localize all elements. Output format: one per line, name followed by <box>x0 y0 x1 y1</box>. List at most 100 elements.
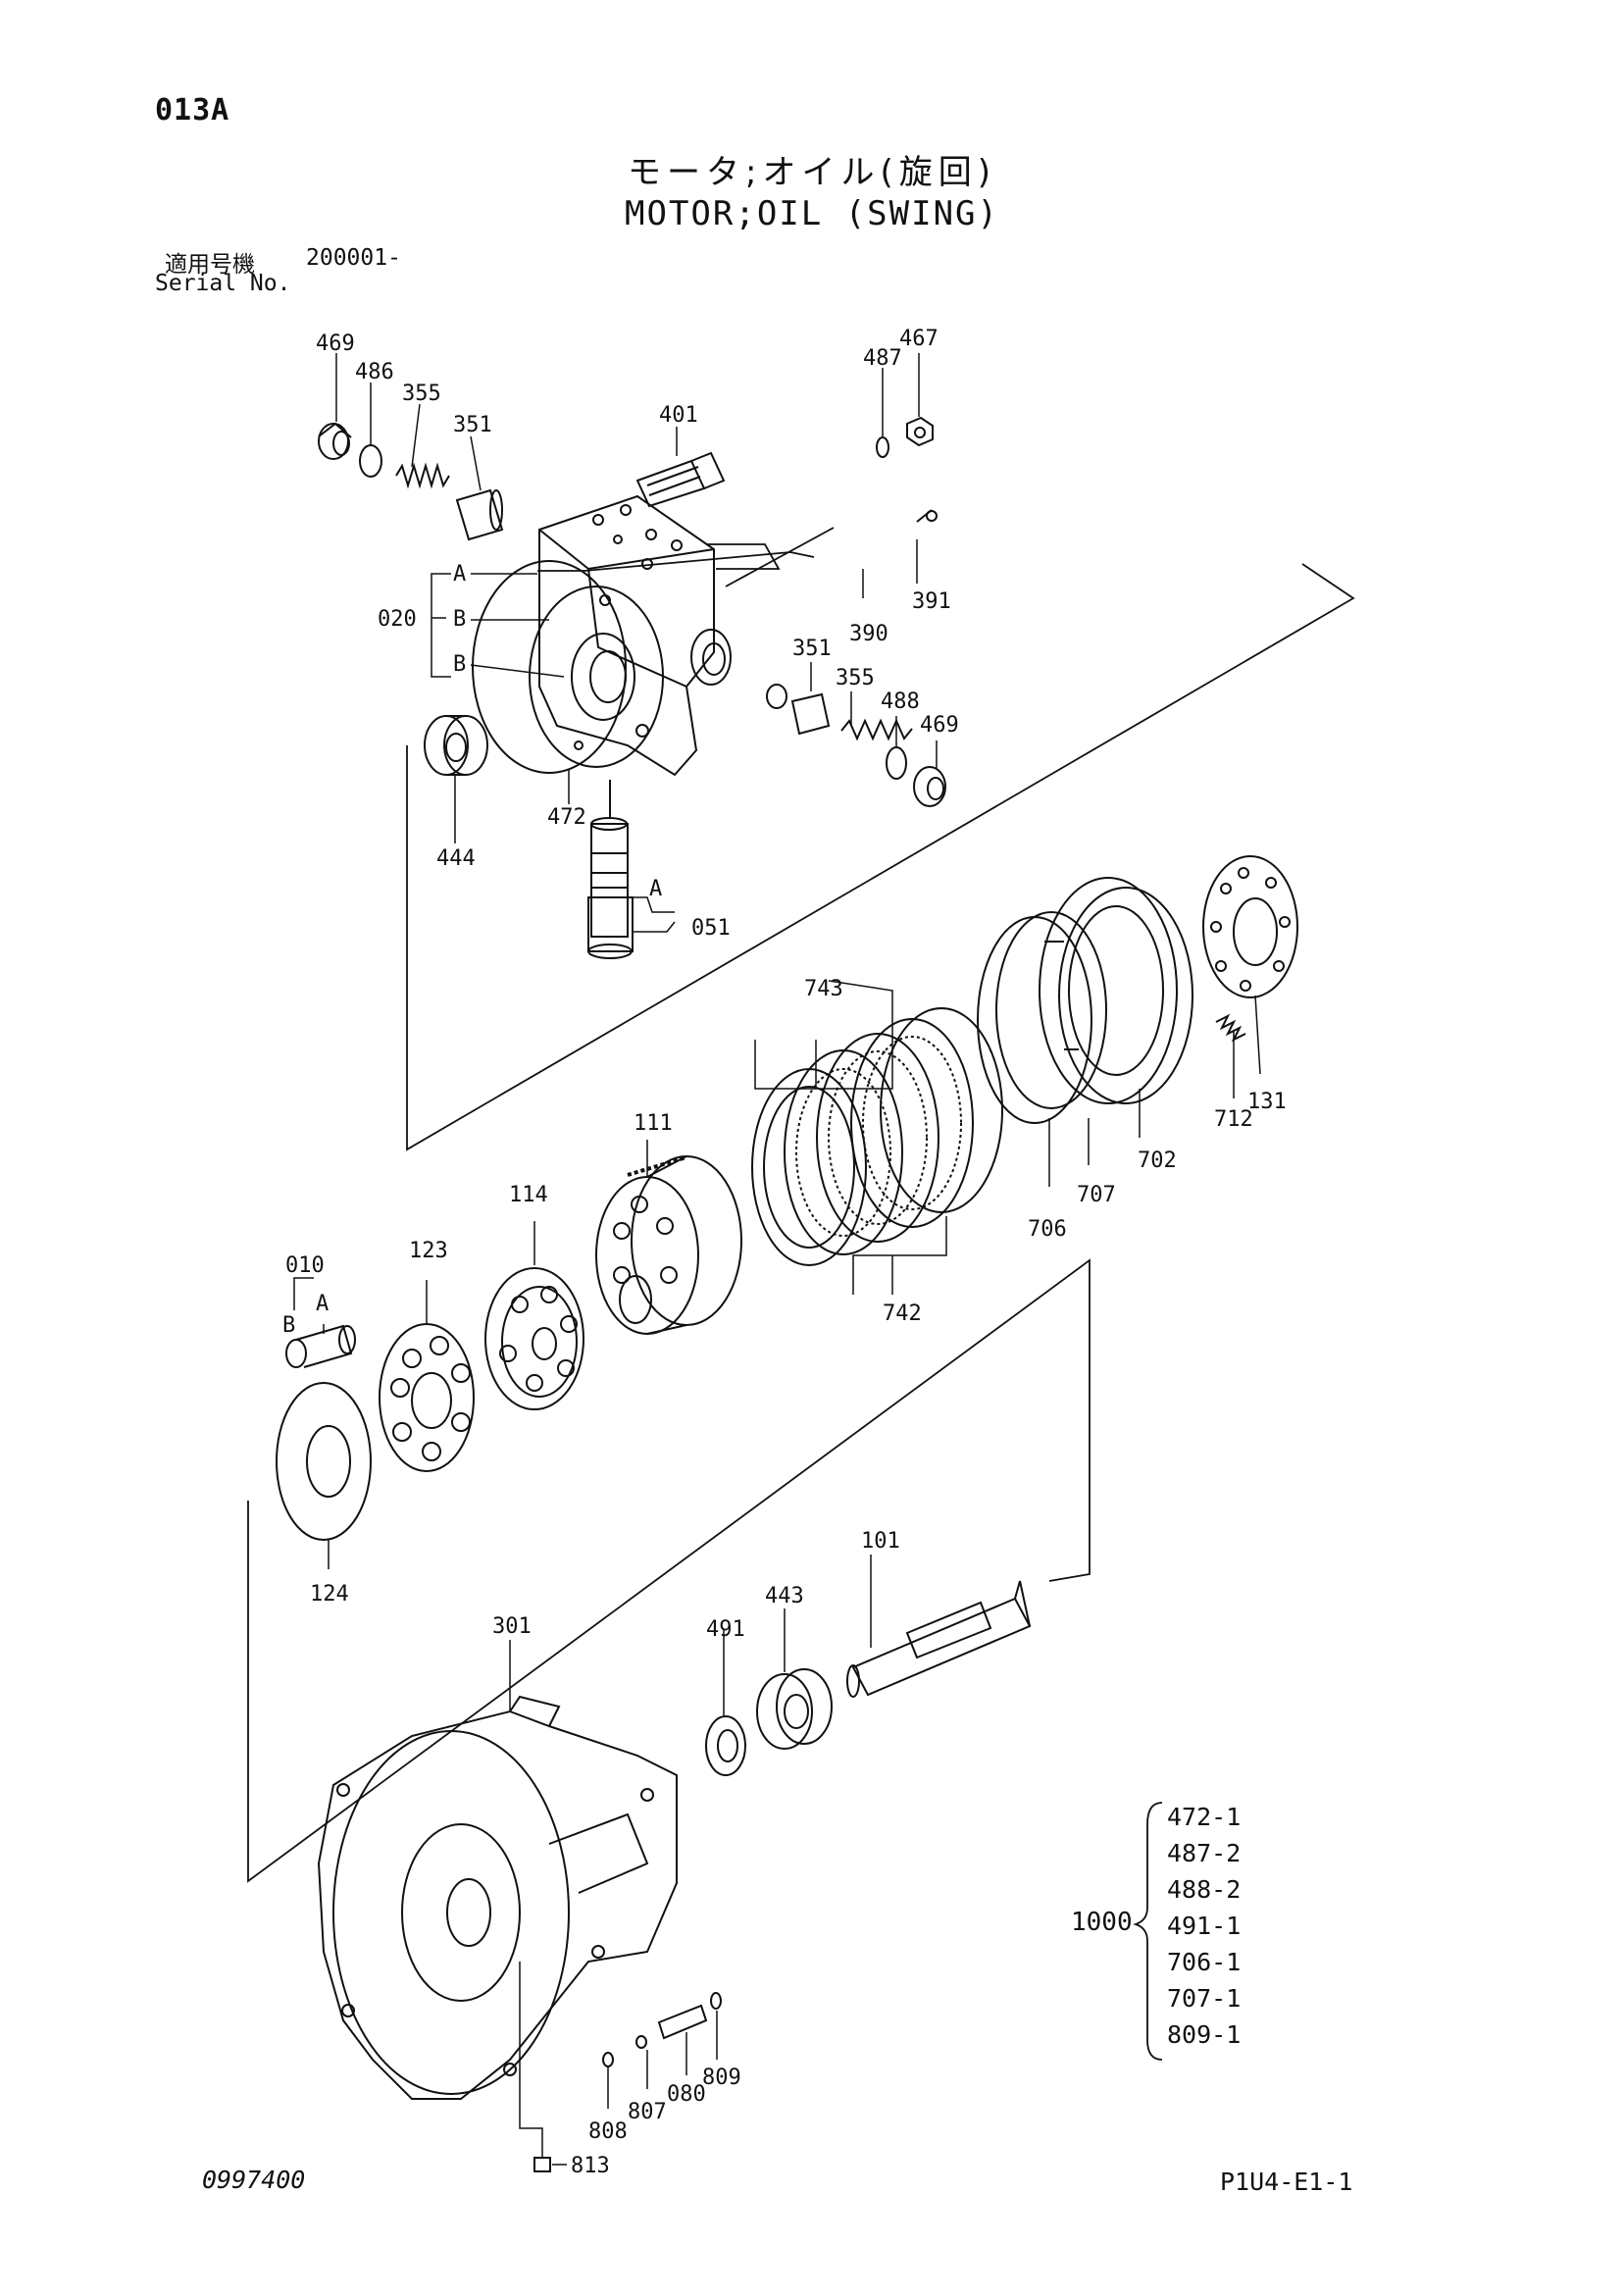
callout-051: 051 <box>691 916 731 941</box>
callout-706: 706 <box>1028 1217 1067 1242</box>
part-707-oring <box>977 916 1092 1124</box>
callout-491: 491 <box>706 1617 745 1642</box>
repair-kit-item: 488-2 <box>1167 1875 1242 1904</box>
callout-813: 813 <box>571 2154 610 2178</box>
part-351-poppet-right <box>766 684 831 736</box>
callout-131: 131 <box>1247 1090 1287 1114</box>
repair-kit-item: 809-1 <box>1167 2020 1242 2049</box>
callout-355-upper: 355 <box>402 382 441 406</box>
callout-391: 391 <box>912 589 951 614</box>
part-051-valve <box>587 817 634 959</box>
callout-letter-a-051: A <box>649 877 662 901</box>
callout-472: 472 <box>547 805 586 830</box>
callout-487: 487 <box>863 346 902 371</box>
callout-469-upper: 469 <box>316 332 355 356</box>
leader-lines <box>293 353 1261 2166</box>
valve-block-guide <box>537 551 815 572</box>
part-702-brake-piston <box>1039 877 1193 1104</box>
callout-702: 702 <box>1138 1148 1177 1173</box>
part-491-oil-seal <box>705 1715 746 1776</box>
callout-467: 467 <box>899 327 939 351</box>
serial-label-english: Serial No. <box>155 271 291 296</box>
callout-351-upper: 351 <box>453 413 492 437</box>
callout-390: 390 <box>849 622 888 646</box>
part-123-retainer-plate <box>379 1323 475 1472</box>
part-444-bearing <box>424 715 488 776</box>
callout-101: 101 <box>861 1529 900 1554</box>
callout-807: 807 <box>628 2100 667 2124</box>
title-japanese: モータ;オイル(旋回) <box>628 153 996 192</box>
upper-frame-line <box>406 563 1355 1151</box>
part-010-piston <box>285 1324 356 1368</box>
callout-124: 124 <box>310 1582 349 1607</box>
guide-bracket <box>706 543 781 570</box>
part-486-oring <box>359 444 382 478</box>
part-101-drive-shaft <box>846 1580 1032 1698</box>
callout-743: 743 <box>804 977 843 1001</box>
callout-010: 010 <box>285 1253 325 1278</box>
part-080-valve-fittings <box>602 1992 722 2067</box>
serial-range-value: 200001- <box>306 245 401 271</box>
repair-kit-item: 487-2 <box>1167 1839 1242 1867</box>
callout-808: 808 <box>588 2119 628 2144</box>
part-131-valve-plate <box>1202 855 1298 998</box>
part-391-bolt <box>916 509 938 523</box>
part-020-valve-cover <box>529 494 732 777</box>
callout-486: 486 <box>355 360 394 384</box>
callout-742: 742 <box>883 1301 922 1326</box>
callout-letter-b-010: B <box>282 1313 295 1338</box>
repair-kit-item: 707-1 <box>1167 1984 1242 2013</box>
part-706-oring <box>995 911 1107 1109</box>
footer-page-code: P1U4-E1-1 <box>1220 2168 1353 2196</box>
lower-frame-line <box>247 1258 1091 1883</box>
callout-355-right: 355 <box>836 666 875 690</box>
callout-letter-b-upper: B <box>453 607 466 632</box>
part-467-plug <box>906 416 934 447</box>
callout-111: 111 <box>634 1111 673 1136</box>
callout-301: 301 <box>492 1614 532 1639</box>
part-114-spring-plate <box>484 1267 584 1410</box>
callout-080: 080 <box>667 2082 706 2107</box>
repair-kit-item: 706-1 <box>1167 1948 1242 1976</box>
repair-kit-number: 1000 <box>1071 1908 1133 1937</box>
serial-label-japanese: 適用号機 <box>165 252 255 278</box>
assembly-frame-lines <box>247 527 1355 1883</box>
part-111-cylinder-block <box>595 1155 742 1335</box>
callout-444: 444 <box>436 846 476 871</box>
callout-letter-b-lower: B <box>453 652 466 677</box>
callout-809: 809 <box>702 2066 741 2090</box>
callout-443: 443 <box>765 1584 804 1608</box>
guide-line-391 <box>725 527 835 587</box>
callout-712: 712 <box>1214 1107 1253 1132</box>
callout-labels: 469 486 355 351 401 487 467 391 390 020 … <box>282 327 1287 2178</box>
part-443-bearing <box>756 1668 833 1750</box>
part-742-743-friction-plates <box>751 1007 1003 1266</box>
callout-letter-a-upper: A <box>453 562 466 587</box>
part-487-oring <box>876 436 889 458</box>
part-124-shoe-plate <box>276 1382 372 1541</box>
callout-488: 488 <box>881 689 920 714</box>
callout-114: 114 <box>509 1183 548 1207</box>
part-469-plug-right <box>913 766 946 807</box>
callout-401: 401 <box>659 403 698 428</box>
callout-469-right: 469 <box>920 713 959 738</box>
part-813-plug <box>533 2157 551 2172</box>
repair-kit-item: 491-1 <box>1167 1912 1242 1940</box>
part-472-oring <box>472 560 627 774</box>
callout-020: 020 <box>378 607 417 632</box>
part-488-oring <box>886 746 907 780</box>
callout-707: 707 <box>1077 1183 1116 1207</box>
part-355-spring-right <box>840 718 913 741</box>
callout-letter-a-010: A <box>316 1292 329 1316</box>
part-712-spring <box>1215 1013 1246 1043</box>
part-351-poppet <box>455 488 504 541</box>
repair-kit-brace <box>1133 1802 1163 2061</box>
part-469-plug <box>318 422 352 460</box>
part-401-relief-valve <box>635 451 726 508</box>
title-english: MOTOR;OIL (SWING) <box>625 194 999 233</box>
repair-kit-item: 472-1 <box>1167 1803 1242 1831</box>
page-code: 013A <box>155 93 230 128</box>
callout-351-right: 351 <box>792 637 832 661</box>
